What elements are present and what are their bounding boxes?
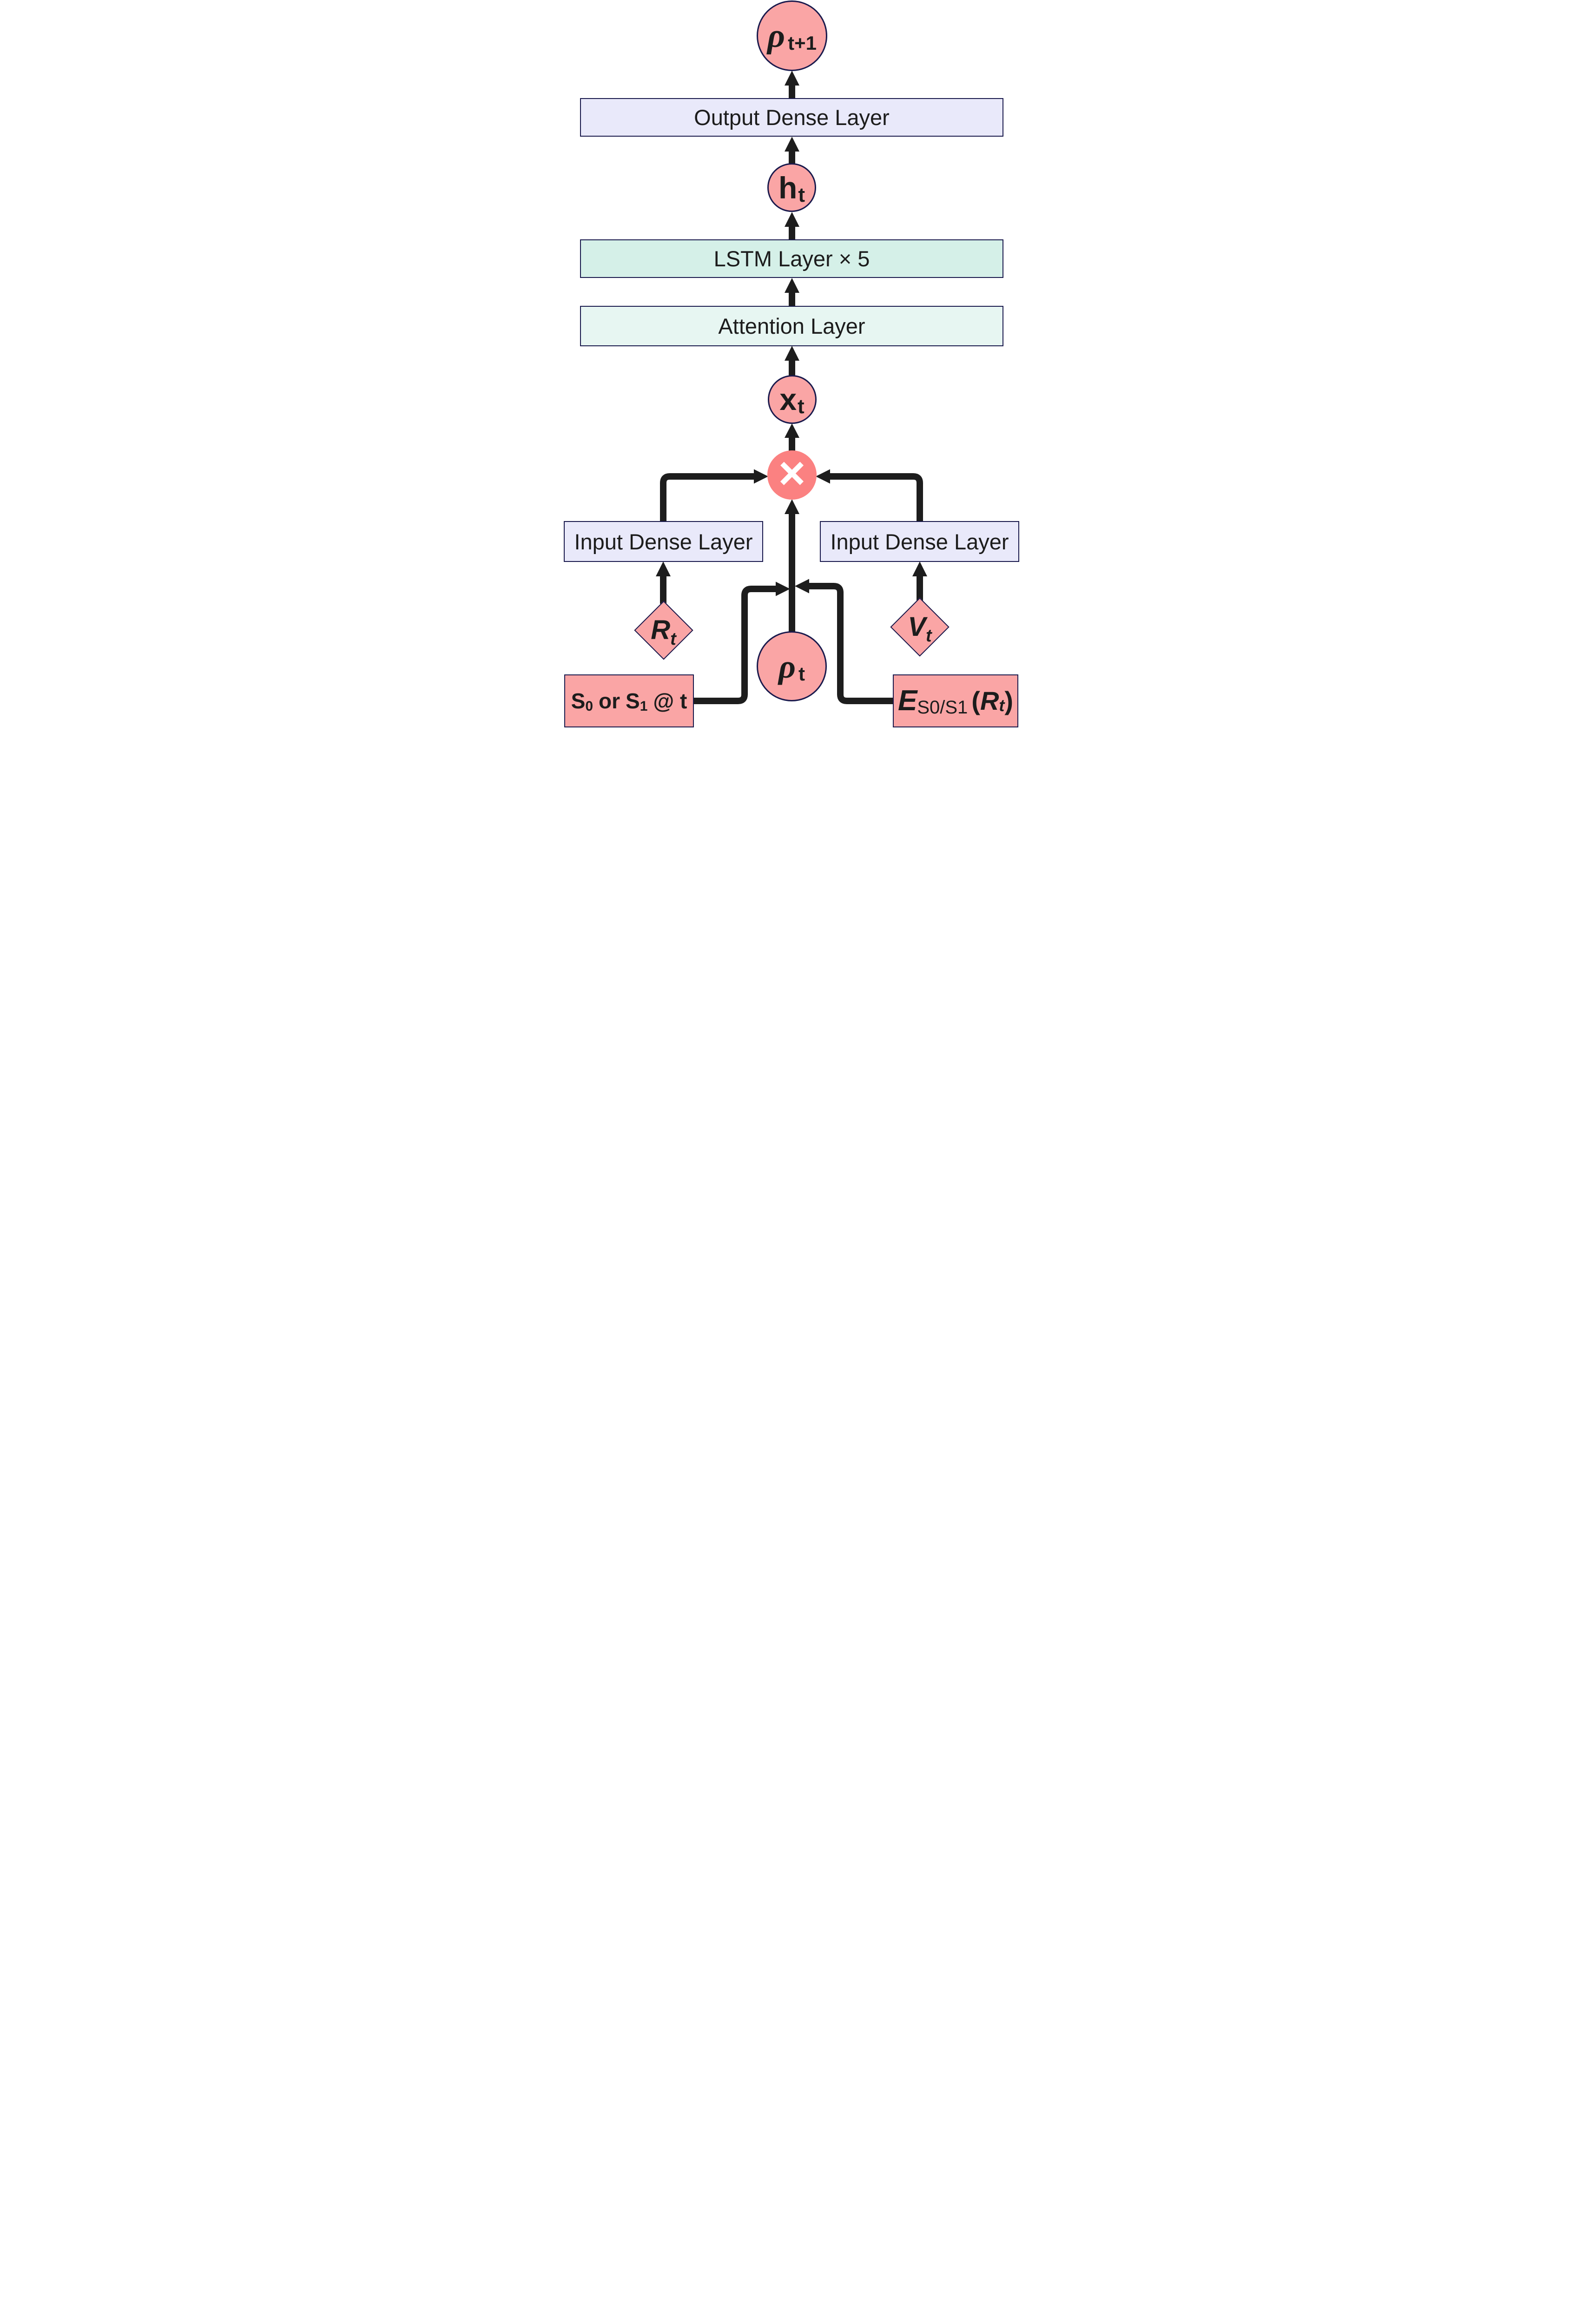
state-sub1: 0 <box>585 699 594 714</box>
arrowhead-ht <box>785 212 799 227</box>
xt-subscript: t <box>798 395 805 418</box>
attention-layer: Attention Layer <box>580 306 1003 346</box>
arrowhead-junction-right <box>795 579 809 594</box>
rho-next-subscript: t+1 <box>788 32 817 54</box>
edge-state-to-junction <box>693 586 776 704</box>
ht-subscript: t <box>798 183 805 206</box>
node-multiply: × <box>767 450 817 500</box>
arrowhead-multiply-left <box>754 469 768 484</box>
input-dense-layer-left: Input Dense Layer <box>564 521 763 562</box>
output-dense-label: Output Dense Layer <box>694 105 890 130</box>
embedding-part1: E <box>897 685 917 717</box>
vt-subscript: t <box>926 626 932 646</box>
arrowhead-junction-left <box>776 581 790 596</box>
input-dense-layer-right: Input Dense Layer <box>820 521 1019 562</box>
state-part3: S <box>626 689 640 713</box>
rt-symbol: R <box>651 614 671 645</box>
node-rt: Rt <box>633 600 693 660</box>
embedding-open-paren: ( <box>971 686 980 715</box>
rho-t-subscript: t <box>798 662 805 685</box>
edge-left-dense-to-multiply <box>660 473 754 522</box>
embedding-sub1: S0/S1 <box>917 697 968 718</box>
arrowhead-left-dense <box>656 561 671 576</box>
arrowhead-multiply-bottom <box>785 499 799 514</box>
output-dense-layer: Output Dense Layer <box>580 98 1003 137</box>
arrowhead-xt <box>785 423 799 438</box>
arrowhead-rho-next <box>785 71 799 86</box>
multiply-icon: × <box>778 447 806 499</box>
state-part1: S <box>571 689 586 713</box>
arrowhead-lstm <box>785 278 799 293</box>
state-part4: @ t <box>653 689 687 713</box>
embedding-r-subscript: t <box>999 696 1005 715</box>
lstm-layer: LSTM Layer × 5 <box>580 239 1003 278</box>
connector-arrows <box>656 71 927 704</box>
rho-next-symbol: ρ <box>767 17 785 55</box>
state-part2: or <box>599 689 620 713</box>
rt-subscript: t <box>670 629 676 649</box>
state-sub2: 1 <box>640 699 648 714</box>
arrowhead-attention <box>785 346 799 361</box>
lstm-label: LSTM Layer × 5 <box>713 246 870 271</box>
rho-t-symbol: ρ <box>778 647 796 685</box>
vt-symbol: V <box>908 612 926 642</box>
ht-symbol: h <box>778 170 798 205</box>
arrowhead-right-dense <box>912 561 927 576</box>
node-vt: Vt <box>890 597 950 657</box>
embedding-r-symbol: R <box>980 686 999 715</box>
edge-embedding-to-junction <box>809 583 893 704</box>
input-dense-right-label: Input Dense Layer <box>830 529 1009 554</box>
arrowhead-multiply-right <box>816 469 830 484</box>
attention-label: Attention Layer <box>718 314 865 338</box>
xt-symbol: x <box>779 382 797 416</box>
input-dense-left-label: Input Dense Layer <box>574 529 753 554</box>
embedding-close-paren: ) <box>1004 686 1014 715</box>
arrowhead-output <box>785 137 799 152</box>
edge-right-dense-to-multiply <box>830 473 923 522</box>
